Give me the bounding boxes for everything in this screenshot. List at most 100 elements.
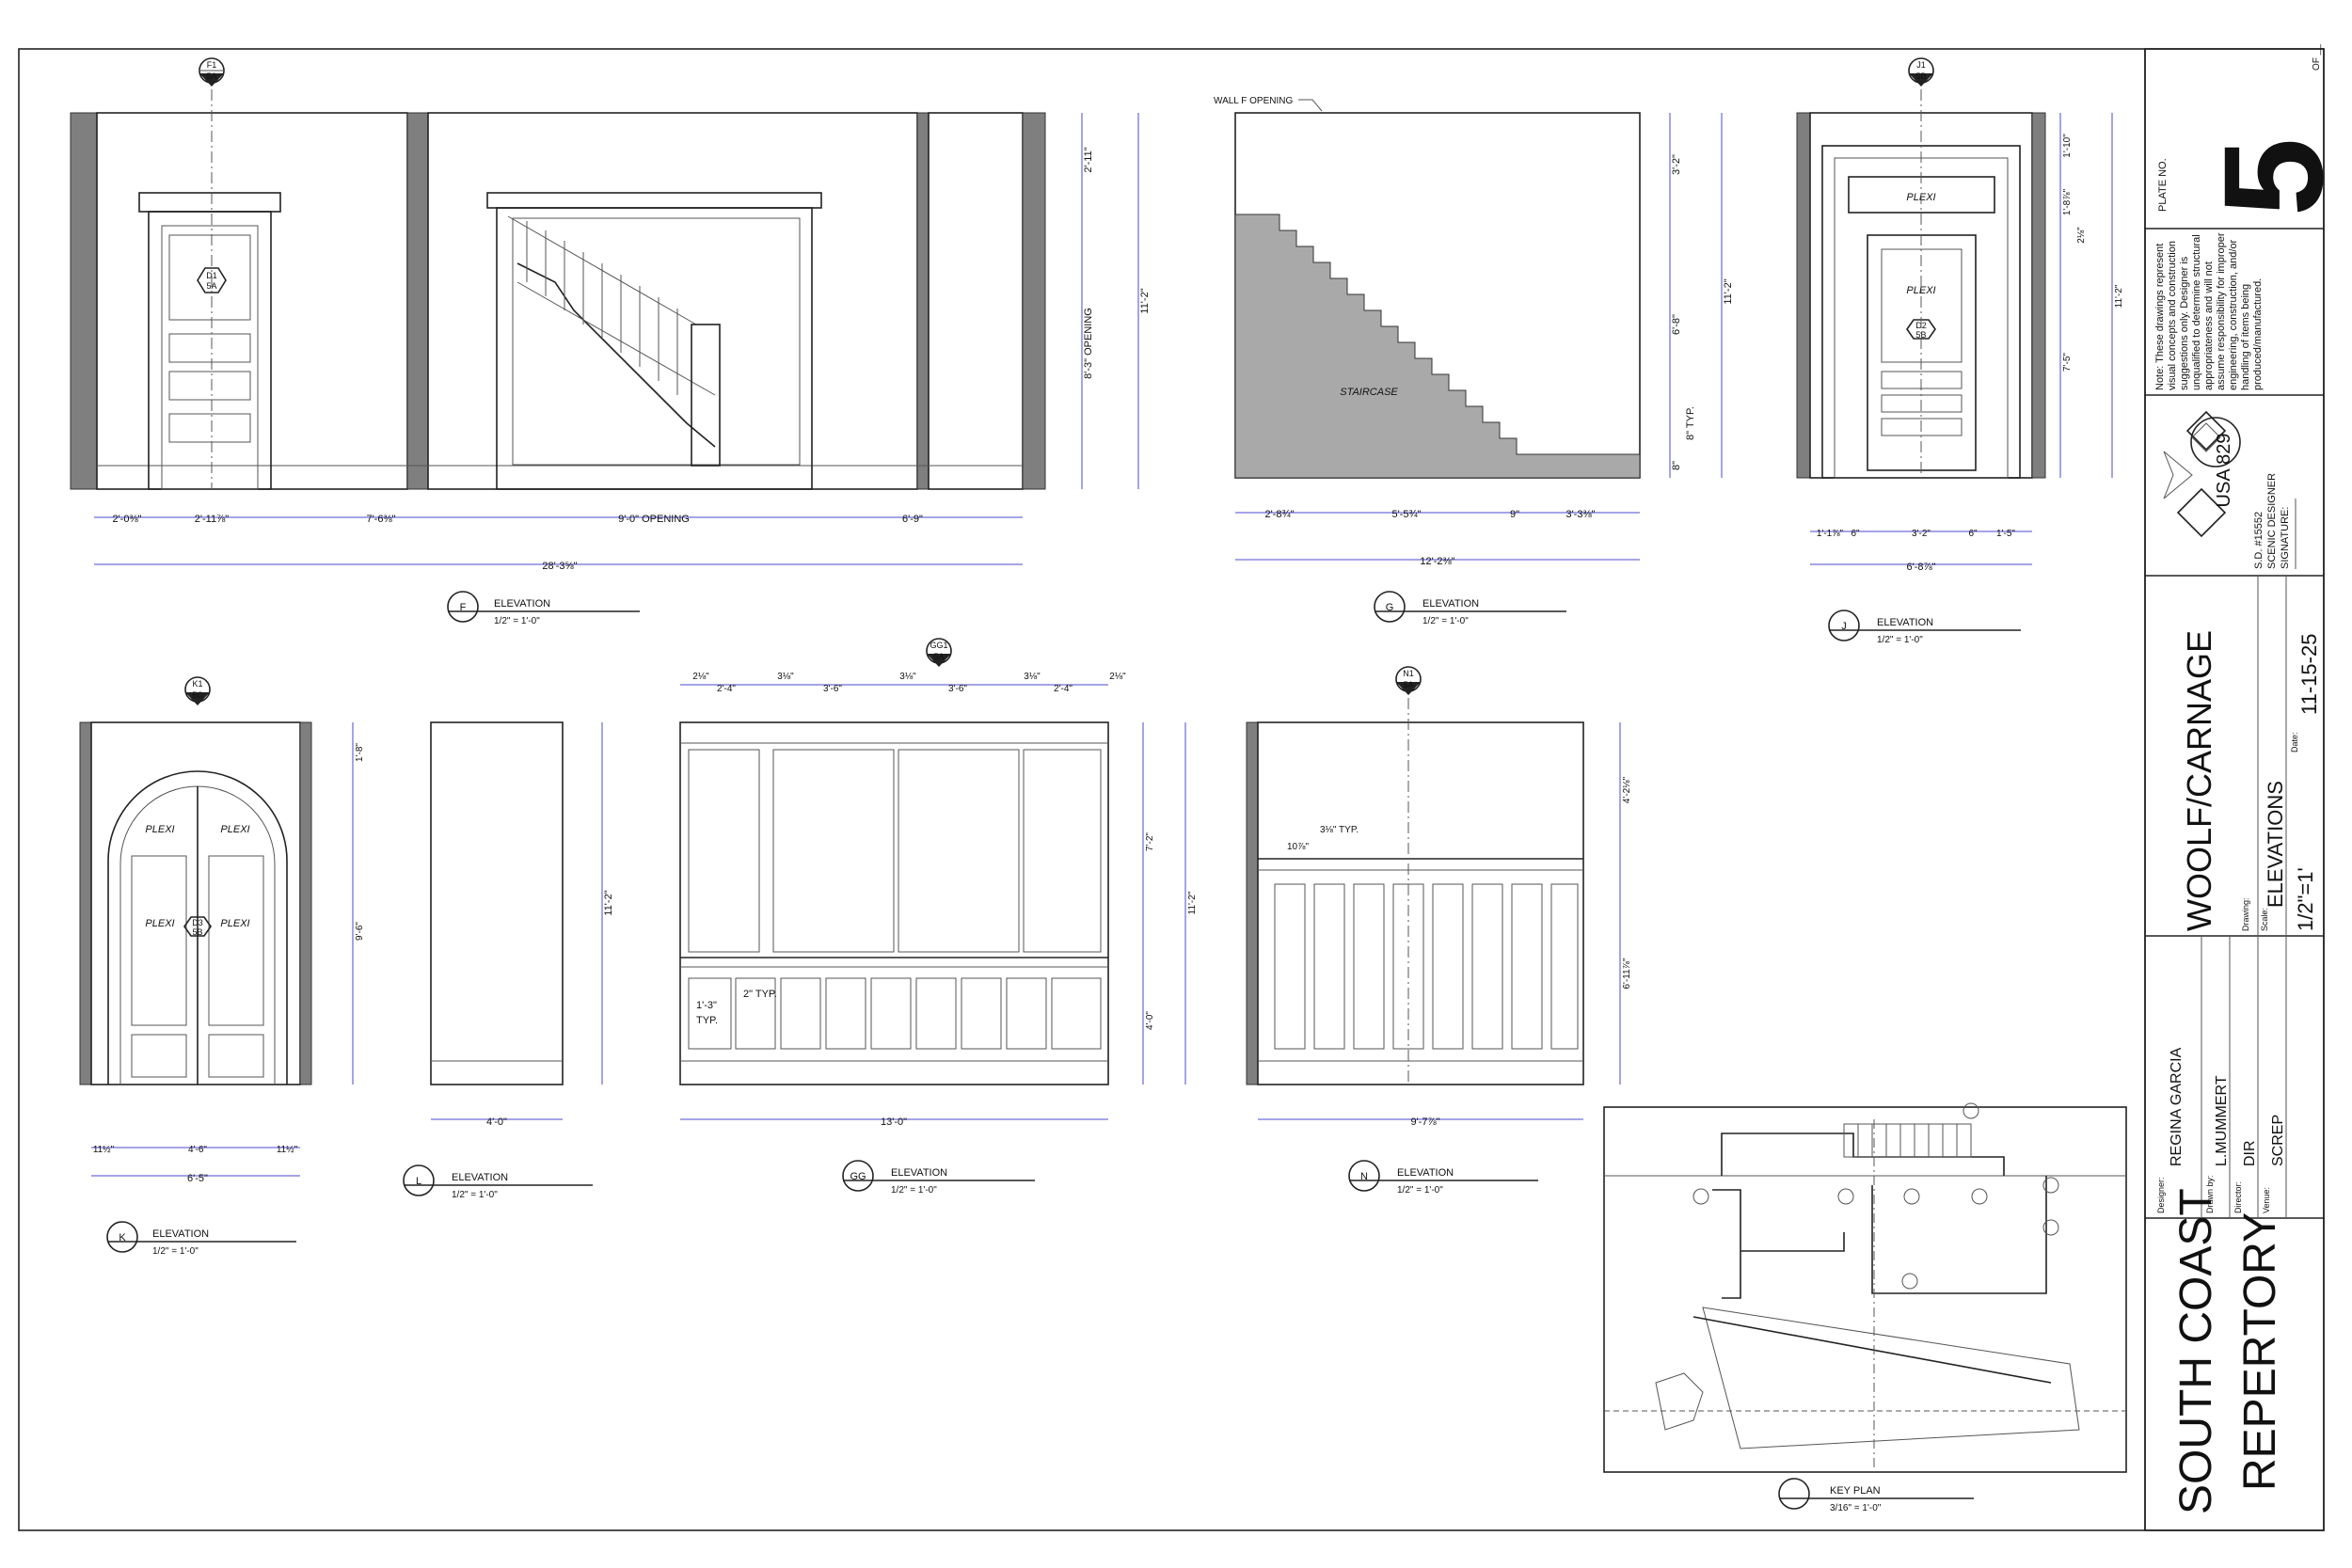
svg-text:3'-2": 3'-2" [1671,154,1682,175]
svg-text:1/2" = 1'-0": 1/2" = 1'-0" [152,1246,199,1257]
svg-text:4'-0": 4'-0" [1145,1011,1155,1030]
svg-text:1'-5": 1'-5" [1996,529,2015,539]
show-title: WOOLF/CARNAGE [2180,630,2218,931]
svg-text:F1: F1 [207,60,217,70]
svg-text:6'-5": 6'-5" [187,1173,208,1184]
key-plan: KEY PLAN 3/16" = 1'-0" [1603,1102,2127,1513]
svg-text:D1: D1 [206,271,217,280]
svg-text:1'-1⅞": 1'-1⅞" [1817,529,1844,539]
svg-text:1/2" = 1'-0": 1/2" = 1'-0" [452,1190,498,1200]
svg-text:9'-7⅞": 9'-7⅞" [1410,1117,1439,1128]
elevation-gg: 1'-3" TYP. 2" TYP. 2⅛" 2'-4" 3⅛" 3'-6" 3… [679,638,1198,1196]
svg-text:11'-2": 11'-2" [1187,891,1198,914]
svg-text:SIGNATURE:: SIGNATURE: [2280,507,2291,569]
staircase-label: STAIRCASE [1340,387,1398,398]
svg-text:K: K [119,1232,126,1243]
svg-text:Director:: Director: [2233,1181,2243,1213]
svg-text:1/2" = 1'-0": 1/2" = 1'-0" [891,1185,937,1196]
svg-text:28'-3⅝": 28'-3⅝" [542,561,577,572]
svg-text:J: J [1841,621,1847,632]
elevation-n: 10⅞" 3⅛" TYP. N1 5A 9'-7⅞" 4'-2⅛" 6'-11⅞… [1246,666,1632,1196]
elevation-f-scale: 1/2" = 1'-0" [494,616,540,626]
sheet-border [18,48,2325,1531]
svg-text:1'-10": 1'-10" [2062,134,2073,158]
svg-text:11'-2": 11'-2" [1723,278,1734,304]
disclaimer-note: Note: These drawings represent visual co… [2154,232,2264,390]
svg-text:KEY PLAN: KEY PLAN [1830,1485,1881,1497]
svg-text:5B: 5B [192,927,202,937]
elevation-l: 4'-0" 11'-2" L ELEVATION 1/2" = 1'-0" [403,721,614,1200]
svg-text:PLEXI: PLEXI [145,918,174,929]
svg-text:1/2" = 1'-0": 1/2" = 1'-0" [1397,1185,1443,1196]
svg-text:ELEVATION: ELEVATION [1397,1167,1454,1179]
svg-text:9": 9" [1510,509,1519,520]
elevation-f-title: ELEVATION [494,598,550,610]
drawn-by: L.MUMMERT [2214,1075,2230,1166]
svg-text:G: G [1386,602,1394,613]
union-number: USA 829 [2214,434,2234,508]
union-logo [2163,410,2241,538]
svg-text:2⅛": 2⅛" [2076,227,2087,244]
drawing-scale: 1/2"=1' [2294,867,2317,931]
svg-text:2'-8¾": 2'-8¾" [1264,509,1294,520]
svg-text:5A: 5A [206,71,216,81]
svg-text:L: L [416,1176,421,1187]
svg-text:1'-3": 1'-3" [696,1000,717,1011]
svg-text:S.D. #15552: S.D. #15552 [2253,512,2265,569]
svg-text:N: N [1360,1171,1368,1182]
plate-label: PLATE NO. [2157,158,2169,212]
director: DIR [2242,1140,2258,1166]
svg-text:4'-0": 4'-0" [486,1117,507,1128]
svg-text:7'-5": 7'-5" [2062,353,2073,372]
svg-text:9'-6": 9'-6" [355,922,365,941]
svg-text:ELEVATION: ELEVATION [452,1172,508,1183]
svg-text:ELEVATION: ELEVATION [1877,617,1933,628]
svg-text:1/2" = 1'-0": 1/2" = 1'-0" [1877,635,1923,645]
drawing-name: ELEVATIONS [2264,781,2287,908]
svg-text:2'-4": 2'-4" [717,684,736,694]
svg-text:11'-2": 11'-2" [603,890,614,915]
svg-text:7'-2": 7'-2" [1145,832,1155,851]
svg-text:11½": 11½" [277,1145,298,1155]
svg-text:11'-2": 11'-2" [2114,284,2124,308]
svg-text:2'-11": 2'-11" [1083,147,1094,172]
svg-text:1'-8": 1'-8" [355,743,365,762]
elevation-f: F1 5A D1 5A 2'-0⅜" 2'-11⅞" 7'-6⅜" 9'-0" … [70,57,1151,626]
svg-text:5'-5¾": 5'-5¾" [1391,509,1421,520]
svg-text:ELEVATION: ELEVATION [152,1228,209,1240]
svg-text:9'-0" OPENING: 9'-0" OPENING [618,514,690,525]
svg-text:1'-8⅞": 1'-8⅞" [2062,188,2073,215]
svg-text:GG1: GG1 [930,641,947,650]
svg-text:Drawn by:: Drawn by: [2205,1175,2215,1213]
svg-text:5A: 5A [933,652,944,661]
svg-text:2'-11⅞": 2'-11⅞" [195,514,229,525]
svg-text:8'-3" OPENING: 8'-3" OPENING [1083,308,1094,379]
svg-text:3'-2": 3'-2" [1912,529,1931,539]
svg-text:GG: GG [850,1171,866,1182]
svg-text:K1: K1 [192,679,202,689]
svg-text:12'-2⅜": 12'-2⅜" [1420,556,1454,567]
svg-text:4'-2⅛": 4'-2⅛" [1622,776,1632,803]
svg-text:3'-3⅜": 3'-3⅜" [1565,509,1595,520]
svg-text:Scale:: Scale: [2260,908,2269,931]
svg-text:11'-2": 11'-2" [1139,288,1151,313]
svg-text:N1: N1 [1403,669,1414,678]
svg-text:6": 6" [1851,529,1860,539]
svg-text:ELEVATION: ELEVATION [891,1167,947,1179]
svg-text:3'-6": 3'-6" [823,684,842,694]
svg-text:5A: 5A [206,281,216,291]
svg-text:PLEXI: PLEXI [220,918,249,929]
svg-text:D3: D3 [192,918,203,927]
drawing-date: 11-15-25 [2297,634,2321,715]
svg-text:6'-8⅞": 6'-8⅞" [1906,562,1935,573]
svg-text:6'-8": 6'-8" [1671,314,1682,335]
plate-of: OF __ [2312,44,2322,71]
svg-text:3/16" = 1'-0": 3/16" = 1'-0" [1830,1503,1882,1513]
svg-text:6'-9": 6'-9" [902,514,923,525]
door-tag-d1 [197,267,227,293]
theatre-name-line1: SOUTH COAST [2171,1188,2221,1514]
svg-text:ELEVATION: ELEVATION [1422,598,1479,610]
svg-text:4'-6": 4'-6" [188,1145,207,1155]
svg-text:J1: J1 [1916,60,1926,70]
svg-text:3⅛": 3⅛" [777,672,794,682]
